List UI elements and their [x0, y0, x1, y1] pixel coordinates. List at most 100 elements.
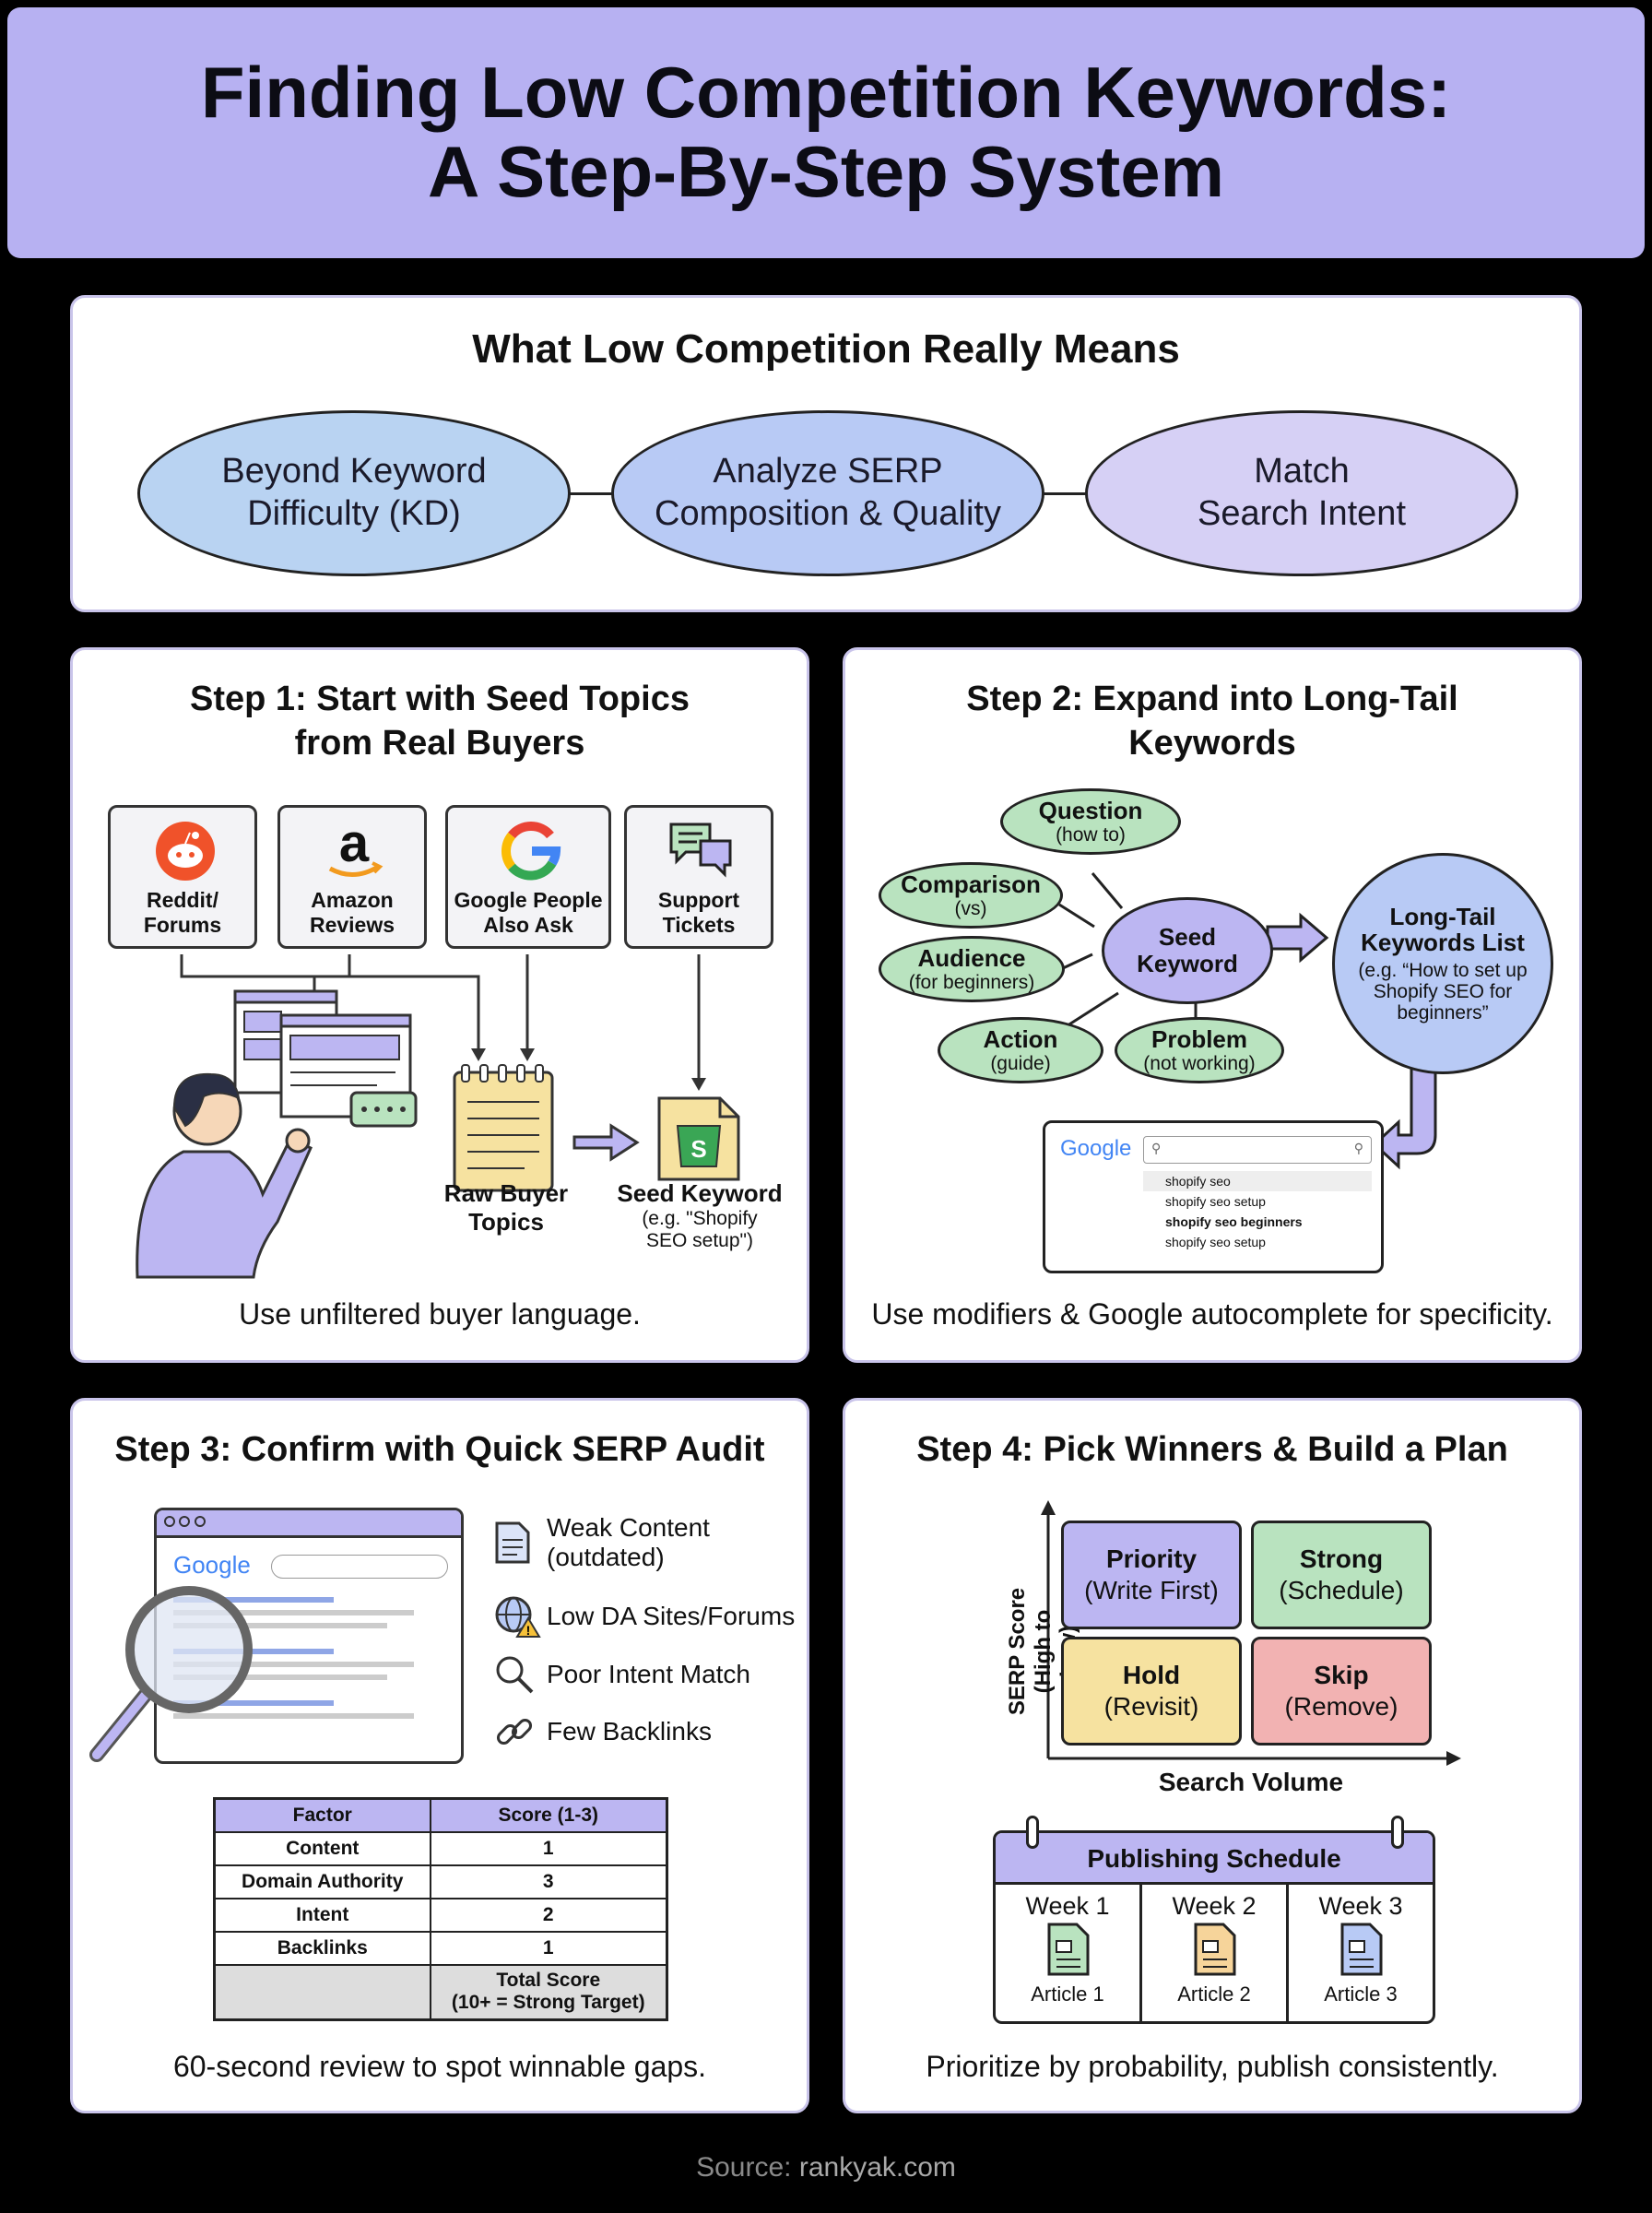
ellipse-serp-line2: Composition & Quality [655, 494, 1001, 533]
autocomplete-search-icon: ⚲ [1151, 1141, 1162, 1155]
modifier-comparison: Comparison(vs) [879, 862, 1063, 929]
table-total-cell: Total Score(10+ = Strong Target) [429, 1963, 668, 2021]
calendar-ring-icon [1391, 1816, 1404, 1849]
main-title-line1: Finding Low Competition Keywords: [200, 52, 1452, 134]
table-header-score: Score (1-3) [429, 1797, 668, 1833]
matrix-axes [1041, 1500, 1461, 1766]
document-icon [495, 1521, 530, 1564]
source-footer: Source: rankyak.com [0, 2152, 1652, 2183]
step1-flow-illustration: S [136, 954, 740, 1279]
link-icon [496, 1718, 533, 1746]
step2-title-line1: Step 2: Expand into Long-Tail [966, 680, 1458, 718]
serp-result-lines [173, 1597, 441, 1719]
amazon-icon: a [328, 817, 384, 877]
suggestion-item[interactable]: shopify seo setup [1165, 1235, 1266, 1249]
step2-panel: Step 2: Expand into Long-Tail Keywords Q… [843, 647, 1582, 1363]
ellipse-intent-line1: Match [1254, 452, 1350, 491]
longtail-list-bubble: Long-Tail Keywords List (e.g. “How to se… [1332, 853, 1553, 1074]
suggestion-item[interactable]: shopify seo [1143, 1171, 1372, 1191]
browser-dot-icon [179, 1516, 191, 1527]
step4-title: Step 4: Pick Winners & Build a Plan [916, 1430, 1508, 1469]
publishing-schedule-calendar: Publishing Schedule Week 1 Article 1 Wee… [993, 1830, 1435, 2024]
google-icon [502, 821, 561, 881]
ellipse-intent-line2: Search Intent [1197, 494, 1407, 533]
chat-icon [669, 822, 732, 878]
calendar-ring-icon [1026, 1816, 1039, 1849]
table-total-row: Total Score(10+ = Strong Target) [213, 1963, 668, 2021]
autocomplete-search-input[interactable]: ⚲ ⚲ [1143, 1136, 1372, 1164]
step2-title: Step 2: Expand into Long-Tail Keywords [845, 678, 1579, 765]
schedule-week-1: Week 1 Article 1 [996, 1885, 1142, 2021]
autocomplete-search-icon-right: ⚲ [1353, 1141, 1363, 1155]
ellipse-kd-line2: Difficulty (KD) [247, 494, 461, 533]
main-title-line2: A Step-By-Step System [428, 131, 1224, 212]
signal-poor-intent: Poor Intent Match [493, 1653, 750, 1696]
ellipse-serp-line1: Analyze SERP [713, 452, 943, 491]
serp-search-input[interactable] [271, 1555, 448, 1579]
browser-titlebar [157, 1510, 461, 1538]
quadrant-skip: Skip(Remove) [1251, 1637, 1432, 1746]
table-cell: 1 [429, 1830, 668, 1866]
source-link[interactable]: rankyak.com [798, 2152, 956, 2183]
modifier-action: Action(guide) [938, 1017, 1103, 1083]
quadrant-hold: Hold(Revisit) [1061, 1637, 1242, 1746]
table-cell: Content [213, 1830, 431, 1866]
svg-text:a: a [339, 817, 370, 873]
schedule-week-2: Week 2 Article 2 [1142, 1885, 1289, 2021]
table-cell [213, 1963, 431, 2021]
table-cell: 3 [429, 1864, 668, 1899]
browser-illustration [233, 989, 418, 1128]
shopify-document-icon: S [657, 1096, 740, 1181]
schedule-header: Publishing Schedule [996, 1833, 1433, 1885]
step4-caption: Prioritize by probability, publish consi… [926, 2050, 1499, 2083]
quadrant-strong: Strong(Schedule) [1251, 1521, 1432, 1629]
autocomplete-suggestions: shopify seo shopify seo setup shopify se… [1143, 1171, 1372, 1252]
step1-title-line1: Step 1: Start with Seed Topics [190, 680, 690, 718]
table-cell: 2 [429, 1897, 668, 1933]
globe-warning-icon: ! [495, 1596, 541, 1638]
step1-title: Step 1: Start with Seed Topics from Real… [73, 678, 807, 765]
step2-caption: Use modifiers & Google autocomplete for … [871, 1297, 1553, 1331]
source-label-reddit: Reddit/Forums [143, 888, 222, 937]
step2-title-line2: Keywords [1128, 723, 1296, 763]
table-header-factor: Factor [213, 1797, 431, 1833]
step1-caption: Use unfiltered buyer language. [239, 1297, 641, 1331]
person-illustration [136, 1072, 313, 1279]
schedule-week-3: Week 3 Article 3 [1318, 1892, 1403, 2006]
browser-dot-icon [164, 1516, 175, 1527]
schedule-weeks: Week 1 Article 1 Week 2 Article 2 Week 3… [996, 1885, 1433, 2021]
table-cell: Domain Authority [213, 1864, 431, 1899]
step3-caption: 60-second review to spot winnable gaps. [172, 2050, 707, 2083]
suggestion-item[interactable]: shopify seo beginners [1165, 1214, 1303, 1229]
reddit-icon [156, 822, 215, 881]
x-axis-label: Search Volume [1158, 1768, 1344, 1796]
signal-few-backlinks: Few Backlinks [493, 1710, 712, 1753]
modifier-question: Question(how to) [1000, 788, 1181, 855]
serp-google-logo: Google [173, 1551, 251, 1579]
signal-weak-content: Weak Content(outdated) [493, 1513, 710, 1572]
article-doc-icon [1194, 1923, 1236, 1976]
svg-text:S: S [690, 1135, 706, 1163]
svg-text:!: ! [526, 1623, 531, 1638]
suggestion-item[interactable]: shopify seo setup [1165, 1194, 1266, 1209]
source-card-reddit: Reddit/Forums [108, 805, 257, 949]
source-label: Source: [696, 2152, 792, 2183]
signal-low-da: ! Low DA Sites/Forums [493, 1594, 795, 1639]
step1-panel: Step 1: Start with Seed Topics from Real… [70, 647, 809, 1363]
google-autocomplete-box: Google ⚲ ⚲ shopify seo shopify seo setup… [1043, 1120, 1384, 1273]
table-cell: Backlinks [213, 1930, 431, 1966]
seed-keyword-label: Seed Keyword (e.g. "Shopify SEO setup") [617, 1179, 783, 1252]
article-doc-icon [1340, 1923, 1383, 1976]
modifier-problem: Problem(not working) [1115, 1017, 1284, 1083]
